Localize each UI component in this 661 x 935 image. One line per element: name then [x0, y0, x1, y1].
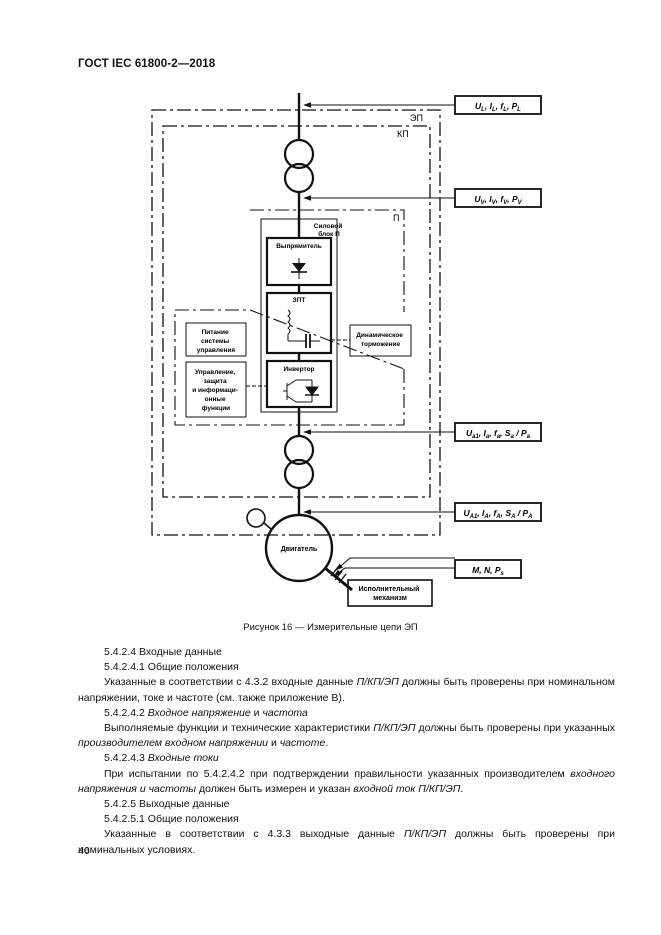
section-heading: 5.4.2.5 Выходные данные: [104, 798, 230, 811]
rectifier-label: Выпрямитель: [276, 243, 322, 250]
body-text: 5.4.2.4 Входные данные 5.4.2.4.1 Общие п…: [78, 645, 615, 858]
measurement-box-shaft: M, N, Ps: [454, 559, 522, 579]
diode-icon: [291, 258, 307, 279]
input-transformer: [283, 138, 315, 194]
measurement-box-transformer-out: UV, IV, fV, PV: [454, 188, 542, 208]
measurement-circuit-diagram: ЭП КП П Силовой блок П Выпрямитель ЗПТ И…: [151, 93, 542, 607]
measurement-label: Ua1, Ia, fa, Sa / Pa: [466, 428, 531, 440]
measurement-label: M, N, Ps: [472, 565, 504, 577]
control-power-label: Питание системы управления: [197, 329, 236, 354]
page-number: 46: [78, 845, 90, 857]
measurement-box-input: UL, IL, fL, PL: [454, 95, 542, 115]
figure-caption: Рисунок 16 — Измерительные цепи ЭП: [243, 622, 418, 633]
power-block-label: Силовой блок П: [314, 222, 344, 238]
kp-boundary: [162, 125, 431, 498]
measurement-box-motor-in: UA1, IA, fA, SA / PA: [454, 502, 542, 522]
inverter-label: Инвертор: [283, 366, 314, 373]
motor: [264, 513, 334, 583]
paragraph: Указанные в соответствии с 4.3.2 входные…: [78, 676, 615, 704]
measurement-label: UA1, IA, fA, SA / PA: [463, 508, 532, 520]
control-power-block: [185, 322, 247, 357]
section-heading: 5.4.2.4.2 Входное напряжение и частота: [104, 706, 308, 719]
driven-equipment-label: Исполнительный механизм: [359, 585, 422, 602]
kp-label: КП: [397, 129, 409, 139]
ep-label: ЭП: [410, 113, 423, 123]
standard-header: ГОСТ IEC 61800-2—2018: [78, 58, 216, 70]
p-label: П: [393, 213, 399, 223]
control-protection-block: [185, 361, 247, 418]
output-transformer: [283, 434, 315, 490]
section-heading: 5.4.2.5.1 Общие положения: [104, 813, 239, 826]
measurement-label: UL, IL, fL, PL: [475, 101, 521, 113]
motor-label: Двигатель: [281, 546, 318, 553]
dc-link-label: ЗПТ: [293, 297, 306, 304]
section-heading: 5.4.2.4.1 Общие положения: [104, 661, 239, 674]
dynamic-braking-label: Динамическое торможение: [356, 332, 404, 348]
ep-boundary: [151, 109, 441, 536]
speed-sensor: [246, 508, 266, 528]
driven-equipment-block: [347, 579, 433, 607]
paragraph: Выполняемые функции и технические характ…: [78, 722, 615, 750]
paragraph: Указанные в соответствии с 4.3.3 выходны…: [78, 828, 616, 856]
inductor-capacitor-icon: [287, 309, 320, 348]
section-heading: 5.4.2.4.3 Входные токи: [104, 752, 219, 765]
section-heading: 5.4.2.4 Входные данные: [104, 646, 222, 658]
p-boundary: [174, 209, 405, 426]
measurement-box-inverter-out: Ua1, Ia, fa, Sa / Pa: [454, 422, 542, 442]
measurement-label: UV, IV, fV, PV: [474, 194, 522, 206]
control-protection-label: Управление, защита и информаци- онные фу…: [192, 369, 240, 412]
paragraph: При испытании по 5.4.2.4.2 при подтвержд…: [78, 767, 615, 795]
transistor-icon: [283, 379, 319, 403]
